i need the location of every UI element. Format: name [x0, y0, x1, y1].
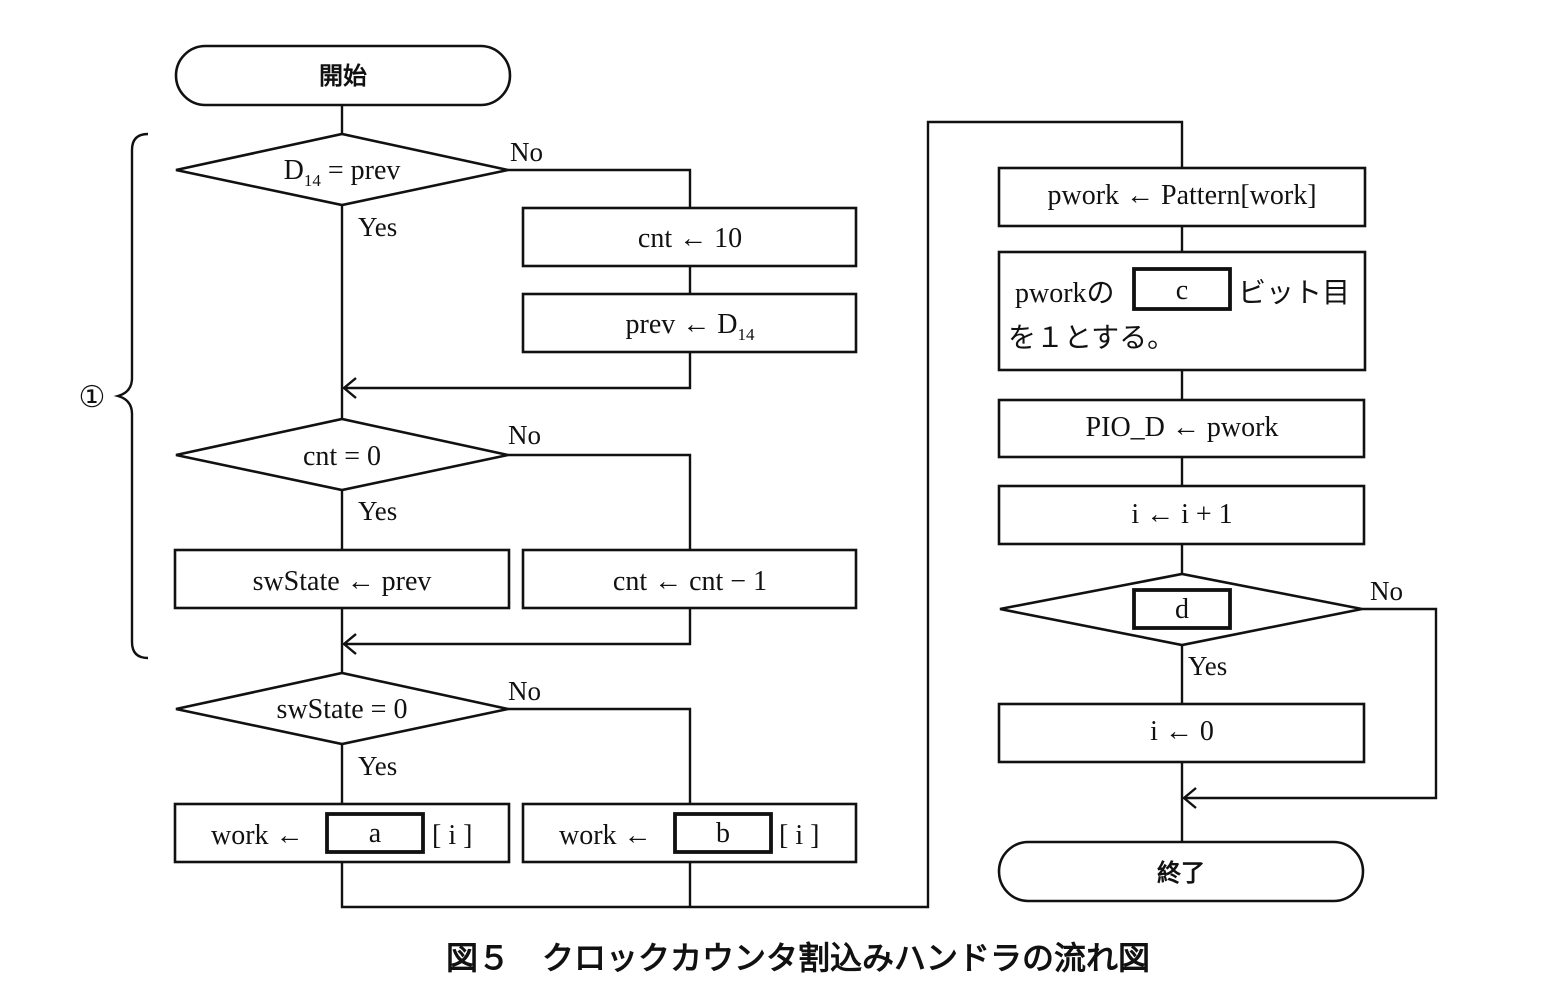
process-i-reset-label: i ← 0 — [1150, 716, 1214, 747]
process-i-increment-label: i ← i + 1 — [1131, 499, 1232, 530]
blank-b-box — [673, 812, 773, 854]
decision2-label: cnt = 0 — [303, 441, 381, 472]
process-work-a: work ← a [ i ] — [173, 802, 511, 864]
blank-c-box — [1132, 267, 1232, 311]
decision1-var: D — [284, 155, 304, 186]
decision1-subscript: 14 — [304, 171, 322, 190]
work-b-suffix: [ i ] — [779, 820, 819, 851]
merge-arrow-2 — [342, 633, 357, 655]
decision-swstate-equals-0: swState = 0 Yes No — [175, 671, 541, 781]
process-prev-set-subscript: 14 — [737, 325, 755, 344]
decision3-label: swState = 0 — [277, 694, 408, 725]
no-label: No — [510, 137, 543, 167]
blank-d-box — [1132, 588, 1232, 630]
process-i-increment: i ← i + 1 — [997, 484, 1366, 546]
blank-a-box — [325, 812, 425, 854]
process-cnt-set: cnt ← 10 — [521, 206, 858, 268]
bit-set-line2: を１とする。 — [1008, 323, 1175, 354]
left-connectors — [340, 105, 1184, 909]
process-cnt-decrement: cnt ← cnt − 1 — [521, 548, 858, 610]
section-marker: ① — [79, 381, 106, 414]
decision-d14-equals-prev: D14 = prev Yes No — [175, 132, 543, 242]
work-a-suffix: [ i ] — [432, 820, 472, 851]
figure-caption: 図５ クロックカウンタ割込みハンドラの流れ図 — [446, 939, 1150, 977]
process-swstate-set-label: swState ← prev — [253, 566, 432, 597]
yes-label: Yes — [1188, 651, 1227, 681]
svg-text:D14 = prev: D14 = prev — [284, 155, 401, 190]
process-work-b: work ← b [ i ] — [521, 802, 858, 864]
process-prev-set-label: prev ← D — [626, 309, 738, 340]
process-pio-set-label: PIO_D ← pwork — [1086, 412, 1279, 443]
merge-arrow-1 — [342, 377, 357, 399]
process-i-reset: i ← 0 — [997, 702, 1366, 764]
decision-d: d Yes No — [999, 572, 1403, 681]
work-b-prefix: work ← — [559, 820, 652, 851]
start-label: 開始 — [319, 62, 367, 90]
process-swstate-set: swState ← prev — [173, 548, 511, 610]
process-pwork-set: pwork ← Pattern[work] — [997, 166, 1367, 228]
blank-a-label: a — [369, 818, 382, 849]
no-label: No — [1370, 576, 1403, 606]
process-bit-set: pworkの c ビット目 を１とする。 — [997, 250, 1367, 372]
yes-label: Yes — [358, 212, 397, 242]
process-cnt-set-label: cnt ← 10 — [638, 223, 742, 254]
merge-arrow-3 — [1182, 787, 1197, 809]
blank-d-label: d — [1175, 594, 1189, 625]
process-prev-set: prev ← D14 — [521, 292, 858, 354]
decision1-rest: = prev — [321, 155, 401, 186]
blank-c-label: c — [1176, 275, 1188, 306]
yes-label: Yes — [358, 751, 397, 781]
svg-text:prev ← D14: prev ← D14 — [626, 309, 755, 344]
yes-label: Yes — [358, 496, 397, 526]
process-cnt-decrement-label: cnt ← cnt − 1 — [613, 566, 767, 597]
start-terminal: 開始 — [174, 44, 512, 107]
right-connectors — [1180, 226, 1438, 842]
end-terminal: 終了 — [997, 840, 1365, 903]
no-label: No — [508, 420, 541, 450]
blank-b-label: b — [716, 818, 730, 849]
decision-cnt-equals-0: cnt = 0 Yes No — [175, 417, 541, 526]
section-brace: ① — [79, 132, 149, 660]
process-pio-set: PIO_D ← pwork — [997, 398, 1366, 459]
process-pwork-set-label: pwork ← Pattern[work] — [1047, 180, 1316, 211]
end-label: 終了 — [1157, 859, 1205, 887]
bit-set-suffix: ビット目 — [1238, 278, 1350, 309]
work-a-prefix: work ← — [211, 820, 304, 851]
no-label: No — [508, 676, 541, 706]
bit-set-prefix: pworkの — [1015, 278, 1115, 309]
